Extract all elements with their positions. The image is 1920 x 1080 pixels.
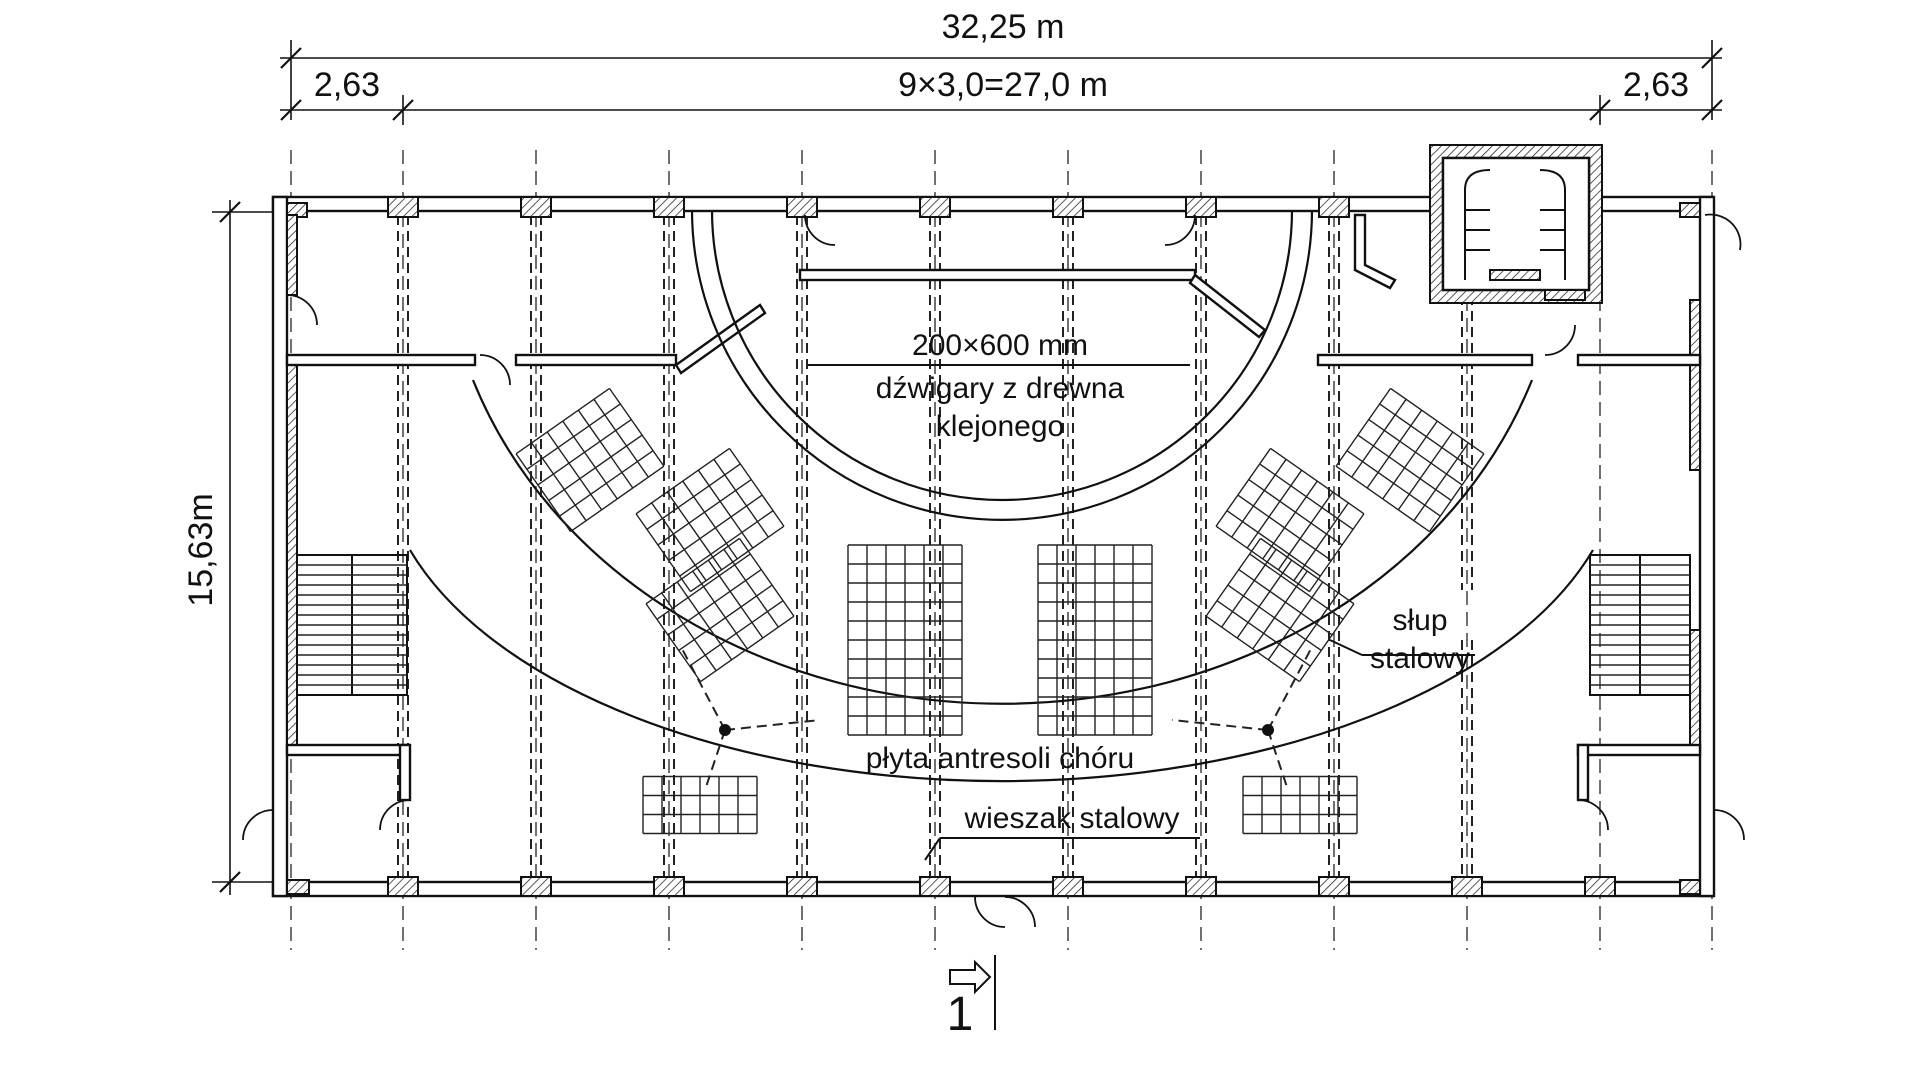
stair-right [1589, 554, 1691, 696]
dim-total-width: 32,25 m [942, 8, 1065, 46]
label-beams-line2: klejonego [936, 410, 1064, 443]
side-stairs [296, 554, 1691, 696]
label-column-line1: słup [1392, 604, 1447, 637]
steel-hangers [679, 644, 1314, 791]
dim-depth: 15,63m [182, 493, 220, 606]
label-hanger: wieszak stalowy [963, 802, 1179, 835]
section-marker [949, 955, 996, 1030]
leader-lines [808, 364, 1475, 861]
stair-left [296, 554, 408, 696]
seating-block [1215, 447, 1365, 593]
section-number: 1 [947, 988, 974, 1041]
seating-block [1037, 544, 1153, 736]
seating-block [847, 544, 963, 736]
seating-block [1205, 537, 1355, 683]
dim-span: 9×3,0=27,0 m [898, 66, 1108, 104]
dim-left-bay: 2,63 [314, 66, 380, 104]
seating-block [645, 537, 795, 683]
curved-structures [409, 209, 1594, 783]
label-mezzanine: płyta antresoli chóru [866, 742, 1134, 775]
choir-seating [515, 387, 1485, 835]
dim-right-bay: 2,63 [1623, 66, 1689, 104]
seating-block [642, 775, 758, 835]
dimension-lines [212, 40, 1723, 895]
label-beams-line1: dźwigary z drewna [876, 372, 1125, 405]
doors [242, 213, 1745, 928]
outer-walls [271, 195, 1716, 898]
seating-block [1242, 775, 1358, 835]
stair-tower [1429, 144, 1603, 304]
seating-block [515, 387, 665, 533]
label-column-line2: stalowy [1370, 642, 1470, 675]
glulam-beams [397, 215, 1473, 885]
label-beams-size: 200×600 mm [912, 329, 1088, 362]
seating-block [1335, 387, 1485, 533]
